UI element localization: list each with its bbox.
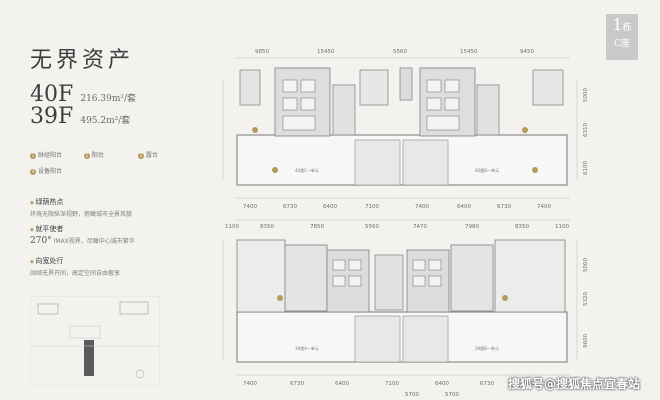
building-badge: 1栋 C座 xyxy=(606,14,638,60)
dim-label: 1100 xyxy=(225,224,239,230)
badge-zone: C座 xyxy=(614,39,630,49)
lower-bottom-dimension-row: 7400 6730 6400 7100 6400 6730 7400 xyxy=(235,374,570,387)
dim-label: 7470 xyxy=(413,224,427,230)
dim-label: 7400 xyxy=(525,381,539,387)
feature-desc: 阔绰无界开间，高定空间自由奢享 xyxy=(30,270,121,277)
building-location-map xyxy=(30,296,160,386)
lower-right-dimensions: 5000 5320 9600 xyxy=(576,240,589,360)
dim-label: 15450 xyxy=(460,49,478,55)
dim-label: 9600 xyxy=(583,334,589,348)
badge-number-line: 1栋 xyxy=(606,14,638,36)
feature-title: 向宽处行 xyxy=(30,256,200,266)
dim-label: 6400 xyxy=(457,204,471,210)
watermark: 搜狐号@搜狐焦点宜春站 xyxy=(507,377,640,391)
dim-label: 5000 xyxy=(583,258,589,272)
dim-label: 7400 xyxy=(415,204,429,210)
floor-39-label: 39F xyxy=(30,104,74,129)
dim-label: 7100 xyxy=(365,204,379,210)
feature-view: 绿荫热点 环境无限纵深视野，俯瞰城市全景风貌 xyxy=(30,197,200,218)
dim-label: 7400 xyxy=(243,381,257,387)
floor-plan-drawing: 9850 15450 5560 15450 9450 5000 6310 810… xyxy=(222,49,589,398)
unit-label: 39楼A一单元 xyxy=(295,345,319,351)
dim-label: 5560 xyxy=(393,49,407,55)
upper-left-dimensions: 5000 6310 8100 xyxy=(222,80,224,180)
dim-label: 9850 xyxy=(255,49,269,55)
legend-label: 露台 xyxy=(145,152,158,159)
feature-desc: 环境无限纵深视野，俯瞰城市全景风貌 xyxy=(30,211,133,218)
legend-label: 财经阳台 xyxy=(38,152,63,159)
unit-label: 40楼D一单元 xyxy=(475,167,499,173)
unit-label: 40楼C一单元 xyxy=(295,167,319,173)
feature-degree: 270° xyxy=(30,236,52,246)
floor-39-line: 39F 495.2m²/套 xyxy=(30,104,130,129)
top-dimension-row: 9850 15450 5560 15450 9450 xyxy=(235,49,570,59)
dim-label: 6100 xyxy=(583,161,589,175)
dim-label: 8350 xyxy=(515,224,529,230)
upper-floor-plan: 40楼C一单元 40楼D一单元 xyxy=(236,67,568,186)
floor-40-label: 40F xyxy=(30,82,74,107)
dim-label: 15450 xyxy=(317,49,335,55)
legend-dot-icon: 2 xyxy=(83,152,90,159)
legend-label: 阳台 xyxy=(91,152,104,159)
legend-dot-icon: 3 xyxy=(137,152,144,159)
dim-label: 6310 xyxy=(583,123,589,137)
dim-label: 7400 xyxy=(537,204,551,210)
dim-label: 6400 xyxy=(323,204,337,210)
dim-label: 5320 xyxy=(583,292,589,306)
legend-dot-icon: 1 xyxy=(30,152,36,159)
floor-40-line: 40F 216.39m²/套 xyxy=(30,82,136,107)
dim-label: 5560 xyxy=(365,224,379,230)
unit-label: 39楼B一单元 xyxy=(475,345,499,351)
badge-suffix: 栋 xyxy=(622,23,632,33)
bottom-extra-dimensions: 5700 5700 xyxy=(405,392,459,398)
dim-label: 6730 xyxy=(480,381,494,387)
dim-label: 6400 xyxy=(335,381,349,387)
upper-bottom-dimension-row: 7400 6730 6400 7100 7400 6400 6730 7400 xyxy=(235,197,570,210)
feature-desc: IMAX视界，尽瞰中心城市繁华 xyxy=(53,238,135,245)
dim-label: 7980 xyxy=(465,224,479,230)
dim-label: 5700 xyxy=(405,392,419,398)
floor-40-area: 216.39m²/套 xyxy=(80,94,137,104)
dim-label: 9450 xyxy=(520,49,534,55)
lower-left-dimensions: 5000 5320 9600 xyxy=(222,240,224,360)
feature-panorama: 就平使者 270° IMAX视界，尽瞰中心城市繁华 xyxy=(30,224,200,246)
upper-right-dimensions: 5000 6310 6100 xyxy=(576,80,589,180)
dim-label: 6400 xyxy=(435,381,449,387)
legend-dot-icon: 4 xyxy=(30,168,36,175)
dim-label: 6730 xyxy=(497,204,511,210)
dim-label: 1100 xyxy=(555,224,569,230)
feature-title: 就平使者 xyxy=(30,224,200,234)
feature-desc-line: 270° IMAX视界，尽瞰中心城市繁华 xyxy=(30,236,200,246)
dim-label: 6730 xyxy=(290,381,304,387)
lower-floor-plan: 39楼A一单元 39楼B一单元 xyxy=(236,239,568,363)
middle-dimension-row: 1100 8350 7850 5560 7470 7980 8350 1100 xyxy=(225,219,570,230)
dim-label: 5700 xyxy=(445,392,459,398)
dim-label: 5000 xyxy=(583,88,589,102)
feature-space: 向宽处行 阔绰无界开间，高定空间自由奢享 xyxy=(30,256,200,277)
legend-label: 设备阳台 xyxy=(38,168,63,175)
page-title: 无界资产 xyxy=(30,48,135,73)
dim-label: 6730 xyxy=(283,204,297,210)
dim-label: 7400 xyxy=(243,204,257,210)
feature-title: 绿荫热点 xyxy=(30,197,200,207)
dim-label: 7100 xyxy=(385,381,399,387)
badge-number: 1 xyxy=(612,15,623,34)
floor-39-area: 495.2m²/套 xyxy=(80,116,131,126)
dim-label: 7850 xyxy=(310,224,324,230)
dim-label: 8350 xyxy=(260,224,274,230)
